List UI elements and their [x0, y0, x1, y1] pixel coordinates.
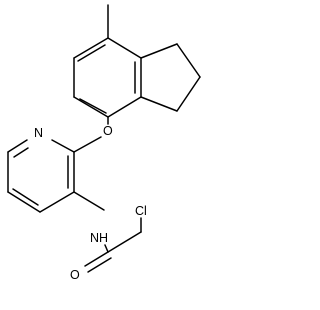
bond-benzene-1	[73, 37, 109, 59]
bond-pyridine-nh	[73, 191, 105, 211]
molecule-structure: N O NH O Cl	[7, 4, 201, 282]
bond-benzene-6	[107, 37, 142, 59]
bond-pyridine-3	[7, 191, 41, 213]
structure-canvas: N O NH O Cl	[7, 4, 201, 282]
bond-benzene-4	[107, 96, 142, 118]
bond-cyclopentane-2	[176, 43, 201, 78]
bond-oxygen-pyridine	[73, 136, 102, 153]
bond-pyridine-2	[39, 191, 75, 213]
bond-carbonyl-double-1	[84, 251, 109, 267]
bond-nh-carbonyl	[104, 244, 109, 253]
bond-benzene-1-inner	[77, 44, 106, 62]
bond-pyridine-5	[7, 139, 28, 153]
bond-benzene-3	[73, 96, 109, 118]
bond-pyridine-3-inner	[12, 188, 39, 206]
bond-carbonyl-ch2	[107, 231, 142, 253]
atom-o-carbonyl: O	[70, 268, 80, 282]
bond-cyclopentane-3	[176, 76, 201, 112]
bond-pyridine-5-inner	[13, 147, 29, 158]
atom-n-pyridine: N	[34, 126, 43, 140]
bond-cyclopentane-1	[140, 43, 178, 59]
bond-carbonyl-double-2	[87, 257, 112, 273]
atom-o-ether: O	[103, 124, 113, 138]
bond-pyridine-6	[51, 139, 75, 153]
bond-benzene-3-inner	[79, 98, 107, 114]
bond-cyclopentane-4	[140, 96, 178, 112]
atom-nh-amide: NH	[90, 231, 108, 245]
atom-cl: Cl	[135, 204, 147, 218]
